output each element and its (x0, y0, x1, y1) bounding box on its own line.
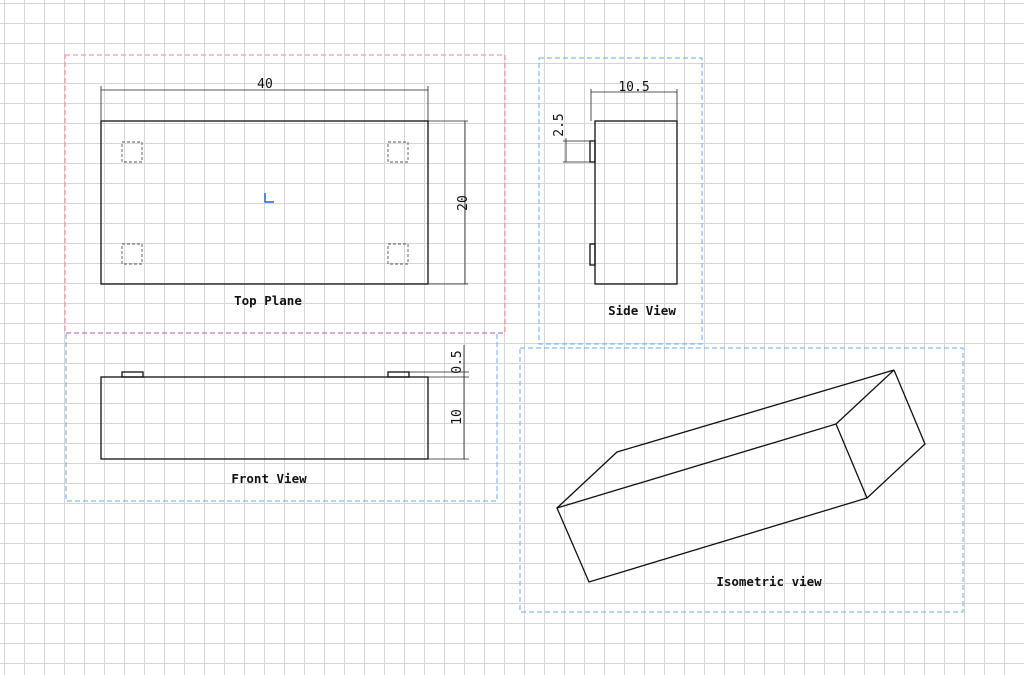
side-tab-dimension[interactable]: 2.5 (552, 113, 590, 163)
side-tab-dimension-text: 2.5 (552, 113, 567, 136)
side-width-dimension[interactable]: 10.5 (590, 80, 678, 121)
hidden-foot-top-right (387, 141, 409, 163)
front-view-label: Front View (231, 471, 307, 486)
hidden-foot-bottom-right (387, 243, 409, 265)
isometric-view-frame (519, 347, 964, 613)
side-width-dimension-text: 10.5 (618, 80, 649, 95)
front-view[interactable]: 0.5 10 Front View (65, 332, 505, 502)
isometric-body[interactable] (556, 369, 926, 583)
front-height-dimension[interactable]: 10 (428, 377, 469, 460)
origin-marker-icon (264, 193, 274, 203)
top-plane-label: Top Plane (234, 293, 302, 308)
top-plane-frame (64, 54, 506, 334)
isometric-view-label: Isometric view (716, 574, 822, 589)
top-plane-body[interactable] (100, 120, 429, 285)
side-foot-top (589, 140, 596, 163)
top-width-dimension[interactable]: 40 (100, 77, 429, 121)
top-width-dimension-text: 40 (257, 77, 273, 92)
front-foot-left (121, 371, 144, 378)
isometric-view[interactable]: Isometric view (519, 347, 964, 613)
top-plane-view[interactable]: 40 20 Top Plane (64, 54, 506, 334)
side-view[interactable]: 10.5 2.5 Side View (538, 57, 703, 345)
front-view-frame (65, 332, 498, 502)
hidden-foot-top-left (121, 141, 143, 163)
front-view-body[interactable] (100, 376, 429, 460)
side-foot-bottom (589, 243, 596, 266)
top-height-dimension[interactable]: 20 (428, 120, 471, 285)
side-view-frame (538, 57, 703, 345)
side-view-body[interactable] (594, 120, 678, 285)
hidden-foot-bottom-left (121, 243, 143, 265)
top-height-dimension-text: 20 (456, 195, 471, 211)
front-tab-dimension[interactable]: 0.5 (409, 345, 469, 378)
front-foot-right (387, 371, 410, 378)
side-view-label: Side View (608, 303, 676, 318)
front-height-dimension-text: 10 (450, 409, 465, 425)
front-tab-dimension-text: 0.5 (450, 350, 465, 373)
